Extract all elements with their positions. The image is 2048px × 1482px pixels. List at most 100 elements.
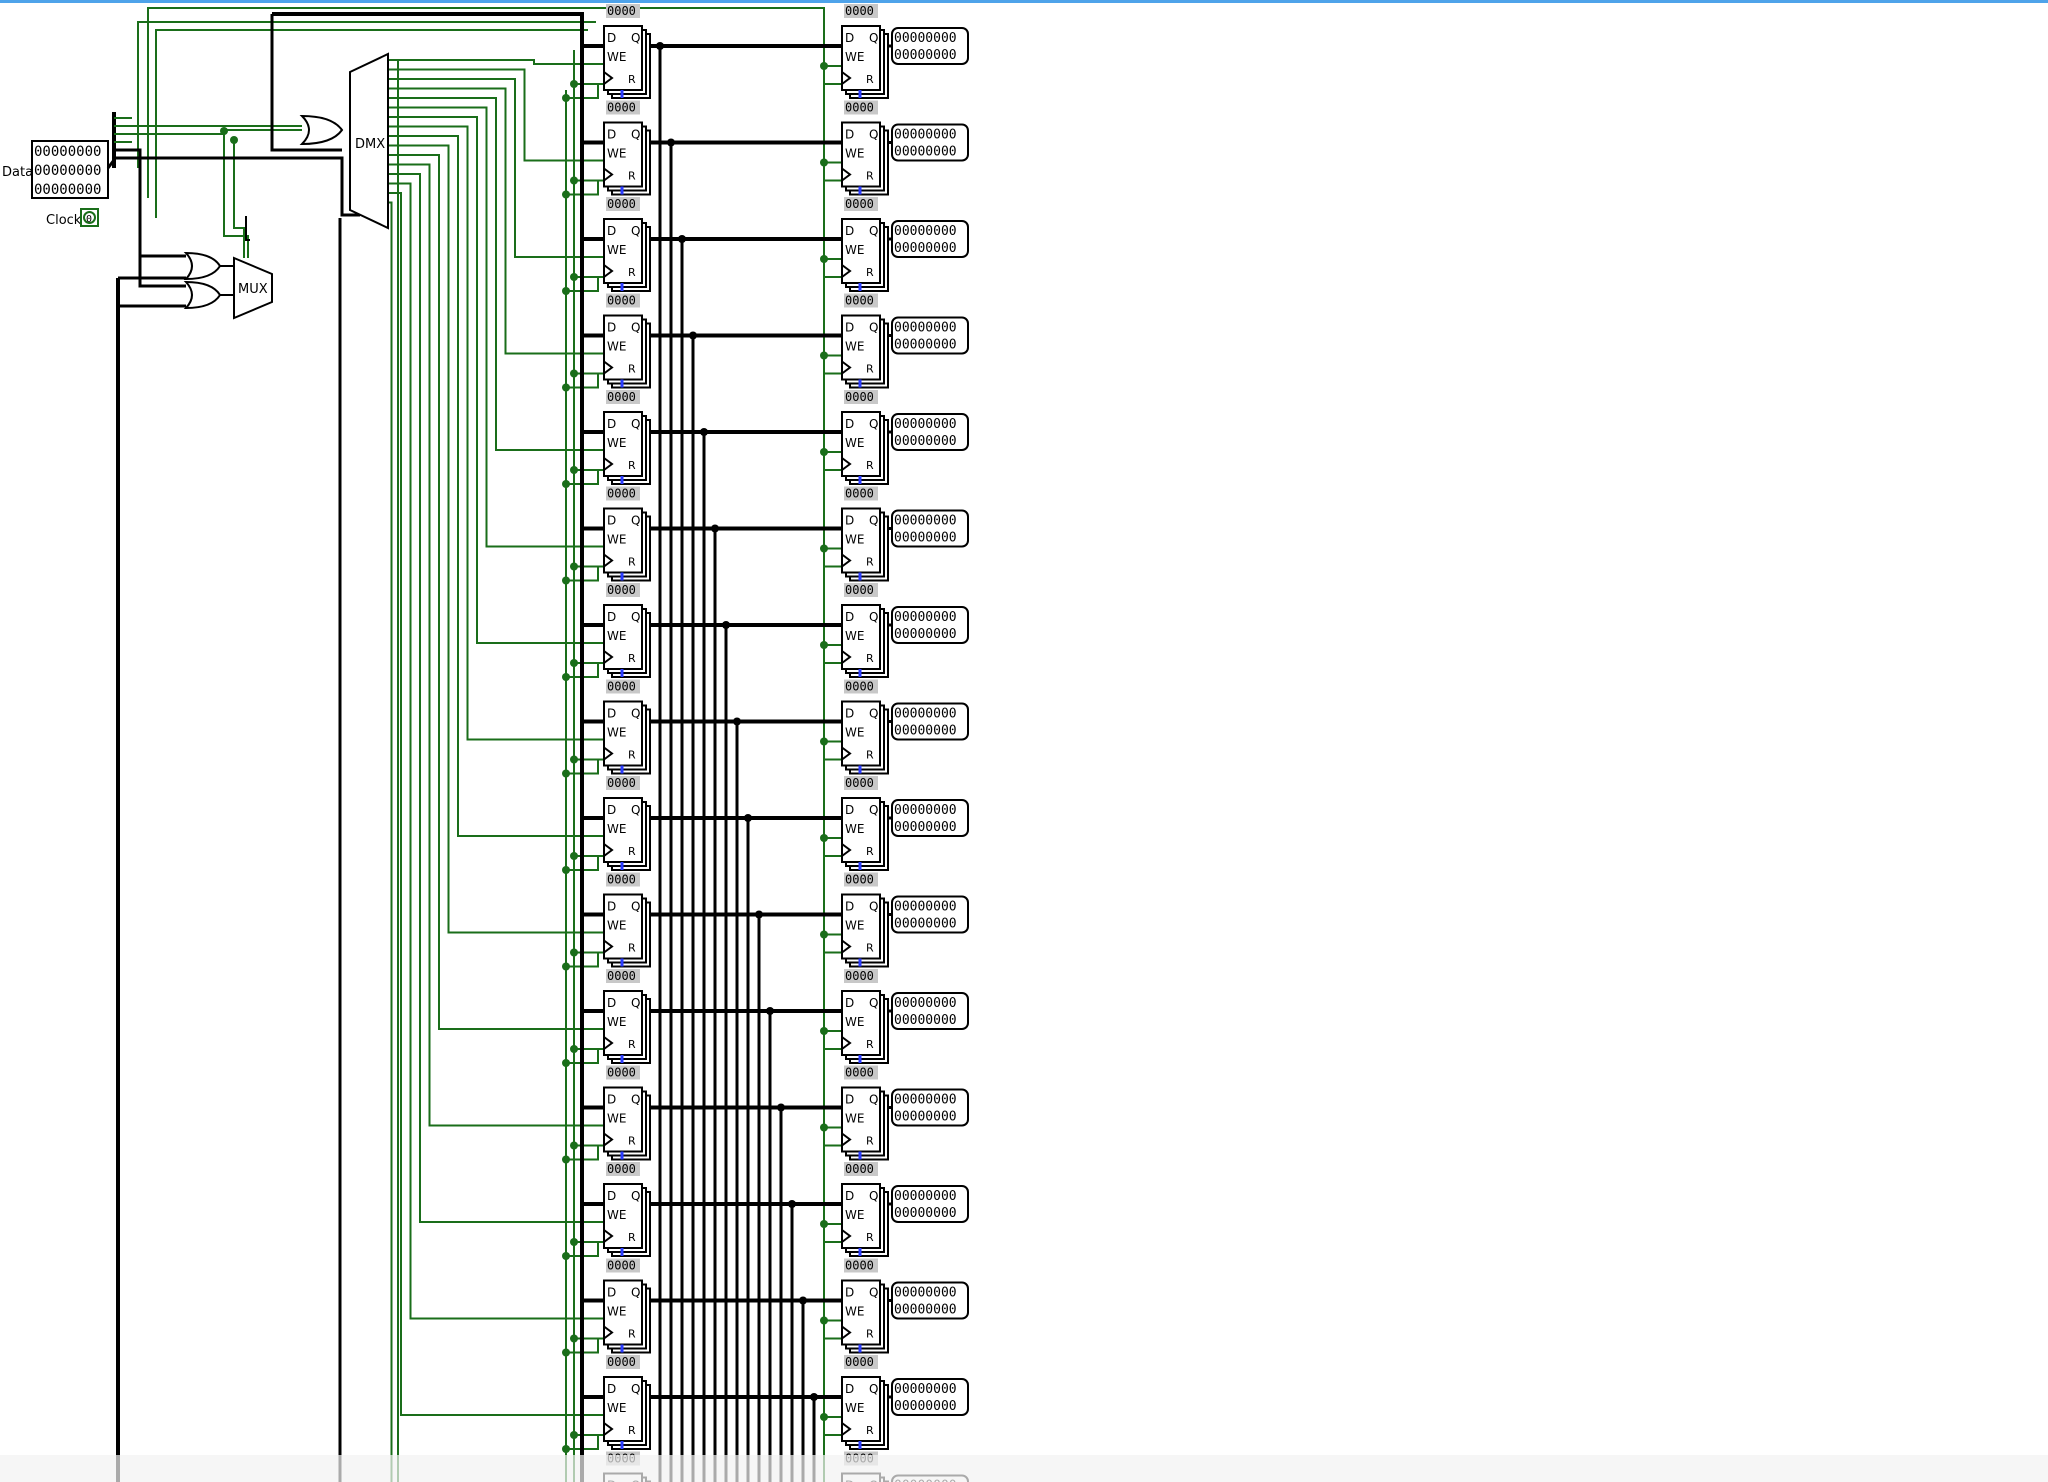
register-value: 0000 xyxy=(607,873,636,887)
register-value-bg xyxy=(844,583,878,597)
probe-row-1: 00000000 xyxy=(894,724,957,739)
demux-select-wire xyxy=(388,182,604,1320)
green-wire xyxy=(137,21,596,168)
demux-select-wire xyxy=(388,163,604,1127)
register-r-label: R xyxy=(866,170,874,183)
wire-junction xyxy=(570,80,578,88)
register-value: 0000 xyxy=(607,487,636,501)
reset-wire xyxy=(566,952,599,968)
register-clock-marker xyxy=(841,457,852,471)
wire-junction xyxy=(562,383,570,392)
register-value-bg xyxy=(844,293,878,308)
register-we-label: WE xyxy=(845,1401,864,1415)
data-input-pin[interactable]: 00000000 00000000 00000000 xyxy=(31,140,109,199)
register-clock-marker xyxy=(841,1132,852,1147)
register-clock-marker xyxy=(603,650,614,664)
probe-row-0: 00000000 xyxy=(894,1286,957,1301)
wire-junction xyxy=(820,641,828,649)
register-r-label: R xyxy=(628,266,636,279)
register-r-label: R xyxy=(866,845,874,858)
probe-row-1: 00000000 xyxy=(894,48,957,63)
register-value-bg xyxy=(844,969,878,983)
probe-body xyxy=(891,27,969,65)
wire-junction xyxy=(570,466,578,474)
register-we-label: WE xyxy=(607,243,626,257)
register-we-label: WE xyxy=(845,1015,864,1029)
register-value: 0000 xyxy=(845,776,874,790)
register-d-label: D xyxy=(845,610,854,624)
register-value-bg xyxy=(844,197,878,211)
register-value-bg xyxy=(844,776,878,790)
probe-row-1: 00000000 xyxy=(894,531,957,546)
register-we-label: WE xyxy=(607,726,626,740)
register-value: 0000 xyxy=(607,776,636,790)
register-clock-marker xyxy=(841,1036,852,1050)
register-d-label: D xyxy=(607,610,616,624)
register-value-bg xyxy=(844,1355,878,1369)
probe-row-1: 00000000 xyxy=(894,145,957,160)
register-r-label: R xyxy=(628,459,636,472)
register-clock-marker xyxy=(603,1036,614,1050)
register-clock-marker xyxy=(603,264,614,278)
probe-row-0: 00000000 xyxy=(894,224,957,239)
register-value-bg xyxy=(844,100,878,115)
register-q-label: Q xyxy=(869,1382,878,1396)
register-clock-marker xyxy=(841,939,852,954)
wire-junction xyxy=(820,255,828,263)
clock-input-pin[interactable]: 0 xyxy=(80,208,99,227)
probe-row-0: 00000000 xyxy=(894,610,957,625)
wire-junction xyxy=(562,673,570,681)
register-q-label: Q xyxy=(869,31,878,45)
register-we-label: WE xyxy=(607,1015,626,1029)
register-q-label: Q xyxy=(869,514,878,528)
register-we-label: WE xyxy=(607,533,626,547)
wire-junction xyxy=(562,94,570,102)
register-q-label: Q xyxy=(631,1093,640,1107)
green-wire xyxy=(155,29,588,218)
mux-label: MUX xyxy=(238,282,268,297)
register-clock-marker xyxy=(603,457,614,471)
register-we-label: WE xyxy=(845,726,864,740)
register-value: 0000 xyxy=(607,197,636,211)
probe-body xyxy=(891,799,969,837)
register-value: 0000 xyxy=(607,294,636,308)
register-value: 0000 xyxy=(845,1355,874,1369)
register-r-label: R xyxy=(866,266,874,279)
probe-row-1: 00000000 xyxy=(894,1399,957,1414)
register-clock-marker xyxy=(603,71,614,85)
register-r-label: R xyxy=(866,1231,874,1244)
register-we-label: WE xyxy=(607,50,626,64)
register-d-label: D xyxy=(845,128,854,142)
reset-wire xyxy=(566,566,599,582)
register-we-label: WE xyxy=(607,1305,626,1319)
register-value-bg xyxy=(606,1162,640,1176)
register-value-bg xyxy=(844,4,878,18)
register-we-label: WE xyxy=(845,533,864,547)
register-clock-marker xyxy=(841,167,852,182)
register-d-label: D xyxy=(607,707,616,721)
register-r-label: R xyxy=(866,459,874,472)
register-clock-marker xyxy=(603,167,614,182)
wire-junction xyxy=(820,1123,828,1132)
demux-select-wire xyxy=(388,78,604,258)
register-r-label: R xyxy=(866,73,874,86)
reset-wire xyxy=(566,180,599,196)
register-value: 0000 xyxy=(607,4,636,18)
register-we-label: WE xyxy=(845,919,864,933)
